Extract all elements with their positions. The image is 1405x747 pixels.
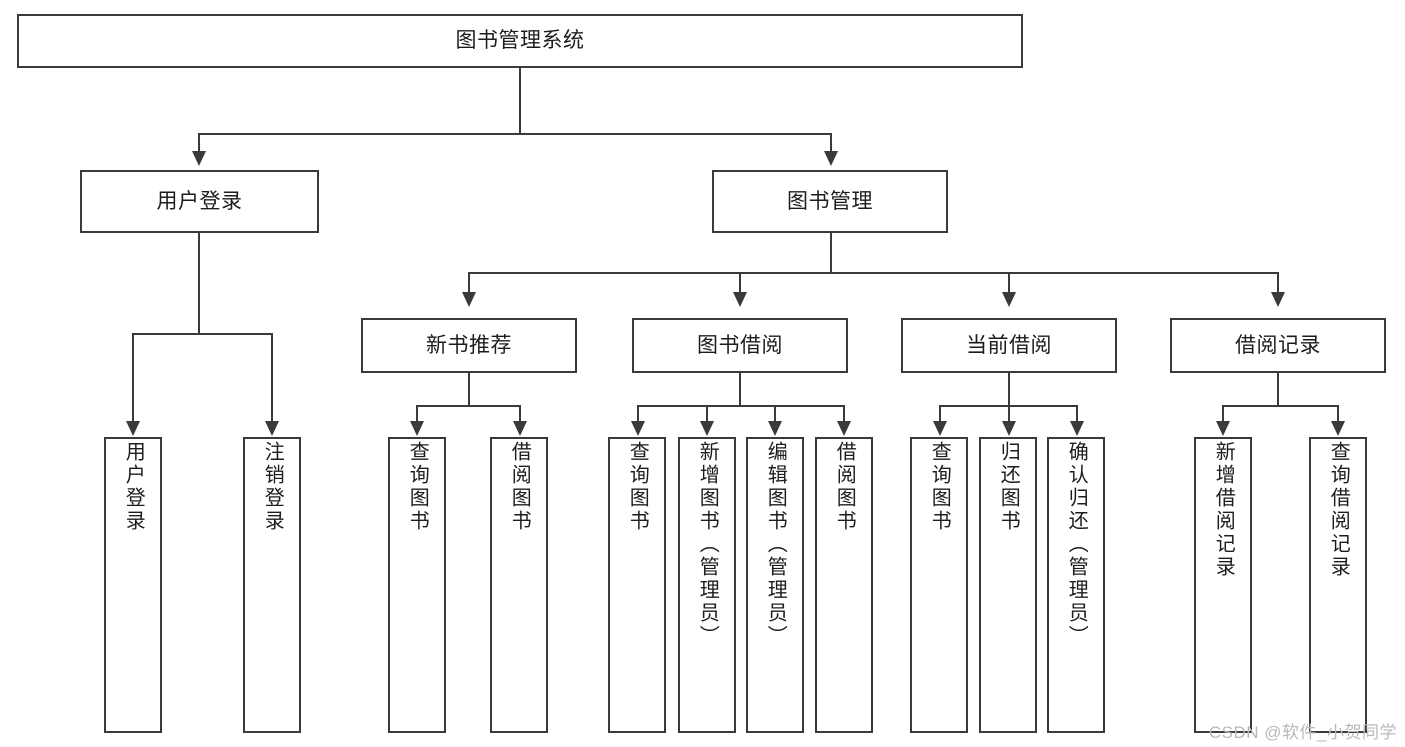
arrowhead-leaf-nb-query-book — [410, 421, 424, 436]
arrowhead-new-book-recommend — [462, 292, 476, 307]
arrowhead-book-manage — [824, 151, 838, 166]
node-new-book-recommend[interactable]: 新书推荐 — [361, 318, 577, 373]
arrowhead-leaf-nb-borrow-book — [513, 421, 527, 436]
csdn-watermark: CSDN @软件_小贺同学 — [1208, 723, 1397, 742]
node-label: 图书管理 — [787, 189, 873, 213]
node-label: 用户登录 — [122, 441, 145, 533]
node-label: 用户登录 — [156, 189, 243, 213]
node-label: 归还图书 — [997, 441, 1020, 533]
connector-borrow-record-bar — [1222, 405, 1339, 407]
node-leaf-cb-return-book[interactable]: 归还图书 — [979, 437, 1037, 733]
node-book-management[interactable]: 图书管理 — [712, 170, 948, 233]
connector-user-login-drop-1 — [132, 333, 134, 421]
connector-borrow-record-drop-1 — [1222, 405, 1224, 421]
connector-current-borrow-drop-3 — [1076, 405, 1078, 421]
node-leaf-bb-add-book[interactable]: 新增图书（管理员） — [678, 437, 736, 733]
connector-borrow-record-stem — [1277, 373, 1279, 406]
connector-book-borrow-stem — [739, 373, 741, 406]
node-leaf-bb-borrow-book[interactable]: 借阅图书 — [815, 437, 873, 733]
arrowhead-leaf-logout — [265, 421, 279, 436]
connector-root-stem — [519, 68, 521, 134]
connector-book-borrow-drop-4 — [843, 405, 845, 421]
node-label: 查询图书 — [626, 441, 649, 533]
node-leaf-nb-borrow-book[interactable]: 借阅图书 — [490, 437, 548, 733]
node-leaf-user-login[interactable]: 用户登录 — [104, 437, 162, 733]
connector-current-borrow-drop-1 — [939, 405, 941, 421]
node-book-borrow[interactable]: 图书借阅 — [632, 318, 848, 373]
connector-book-manage-stem — [830, 233, 832, 273]
node-leaf-cb-query-book[interactable]: 查询图书 — [910, 437, 968, 733]
arrowhead-leaf-bb-query-book — [631, 421, 645, 436]
connector-book-borrow-drop-3 — [774, 405, 776, 421]
connector-root-to-user-login — [198, 133, 200, 151]
connector-new-book-drop-2 — [519, 405, 521, 421]
node-leaf-br-add-record[interactable]: 新增借阅记录 — [1194, 437, 1252, 733]
node-leaf-nb-query-book[interactable]: 查询图书 — [388, 437, 446, 733]
node-label: 新书推荐 — [426, 333, 512, 357]
node-label: 当前借阅 — [966, 333, 1052, 357]
connector-book-manage-drop-2 — [739, 272, 741, 292]
node-user-login[interactable]: 用户登录 — [80, 170, 319, 233]
node-root-system[interactable]: 图书管理系统 — [17, 14, 1023, 68]
node-label: 图书借阅 — [697, 333, 783, 357]
connector-user-login-drop-2 — [271, 333, 273, 421]
node-leaf-cb-confirm-return[interactable]: 确认归还（管理员） — [1047, 437, 1105, 733]
connector-new-book-drop-1 — [416, 405, 418, 421]
connector-root-bar — [198, 133, 832, 135]
connector-new-book-bar — [416, 405, 521, 407]
arrowhead-current-borrow — [1002, 292, 1016, 307]
arrowhead-leaf-cb-confirm-return — [1070, 421, 1084, 436]
node-label: 借阅图书 — [833, 441, 856, 533]
connector-new-book-stem — [468, 373, 470, 406]
connector-book-borrow-drop-2 — [706, 405, 708, 421]
connector-book-manage-drop-3 — [1008, 272, 1010, 292]
node-label: 确认归还（管理员） — [1065, 441, 1088, 648]
connector-book-borrow-drop-1 — [637, 405, 639, 421]
connector-user-login-bar — [132, 333, 273, 335]
node-leaf-bb-query-book[interactable]: 查询图书 — [608, 437, 666, 733]
arrowhead-leaf-br-query-record — [1331, 421, 1345, 436]
node-leaf-br-query-record[interactable]: 查询借阅记录 — [1309, 437, 1367, 733]
arrowhead-leaf-br-add-record — [1216, 421, 1230, 436]
node-label: 查询图书 — [406, 441, 429, 533]
connector-current-borrow-drop-2 — [1008, 405, 1010, 421]
connector-book-manage-drop-1 — [468, 272, 470, 292]
node-label: 新增图书（管理员） — [696, 441, 719, 648]
node-label: 查询借阅记录 — [1327, 441, 1350, 579]
arrowhead-leaf-bb-borrow-book — [837, 421, 851, 436]
node-label: 借阅记录 — [1235, 333, 1321, 357]
arrowhead-leaf-cb-query-book — [933, 421, 947, 436]
arrowhead-leaf-bb-add-book — [700, 421, 714, 436]
connector-current-borrow-stem — [1008, 373, 1010, 406]
connector-book-manage-drop-4 — [1277, 272, 1279, 292]
arrowhead-leaf-cb-return-book — [1002, 421, 1016, 436]
connector-root-to-book-manage — [830, 133, 832, 151]
arrowhead-book-borrow — [733, 292, 747, 307]
connector-borrow-record-drop-2 — [1337, 405, 1339, 421]
node-label: 新增借阅记录 — [1212, 441, 1235, 579]
arrowhead-user-login — [192, 151, 206, 166]
node-leaf-logout[interactable]: 注销登录 — [243, 437, 301, 733]
node-label: 注销登录 — [261, 441, 284, 533]
connector-book-manage-bar — [468, 272, 1279, 274]
arrowhead-borrow-record — [1271, 292, 1285, 307]
arrowhead-leaf-bb-edit-book — [768, 421, 782, 436]
arrowhead-leaf-user-login — [126, 421, 140, 436]
node-leaf-bb-edit-book[interactable]: 编辑图书（管理员） — [746, 437, 804, 733]
node-label: 图书管理系统 — [455, 29, 585, 53]
node-current-borrow[interactable]: 当前借阅 — [901, 318, 1117, 373]
connector-book-borrow-bar — [637, 405, 845, 407]
node-borrow-record[interactable]: 借阅记录 — [1170, 318, 1386, 373]
node-label: 查询图书 — [928, 441, 951, 533]
node-label: 编辑图书（管理员） — [764, 441, 787, 648]
connector-user-login-stem — [198, 233, 200, 334]
node-label: 借阅图书 — [508, 441, 531, 533]
